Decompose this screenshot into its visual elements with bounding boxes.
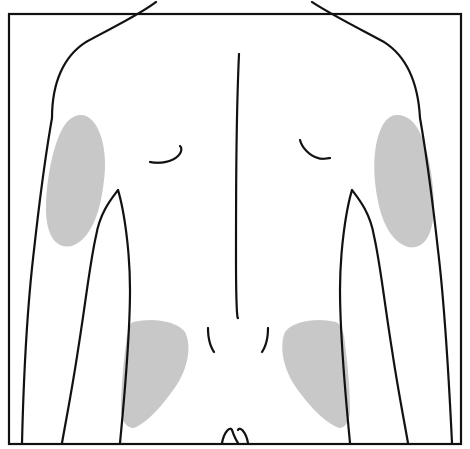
left-upper-arm-zone xyxy=(46,115,105,247)
left-shoulder-blade-mark xyxy=(150,146,181,163)
right-shoulder-blade-mark xyxy=(300,140,330,159)
left-lower-back-dimple xyxy=(208,328,214,352)
left-buttock-zone xyxy=(121,320,188,428)
right-lower-back-dimple xyxy=(262,328,268,352)
gluteal-cleft xyxy=(222,429,248,443)
right-upper-arm-zone xyxy=(374,115,434,247)
right-buttock-zone xyxy=(282,320,350,428)
spine-line xyxy=(236,54,239,318)
